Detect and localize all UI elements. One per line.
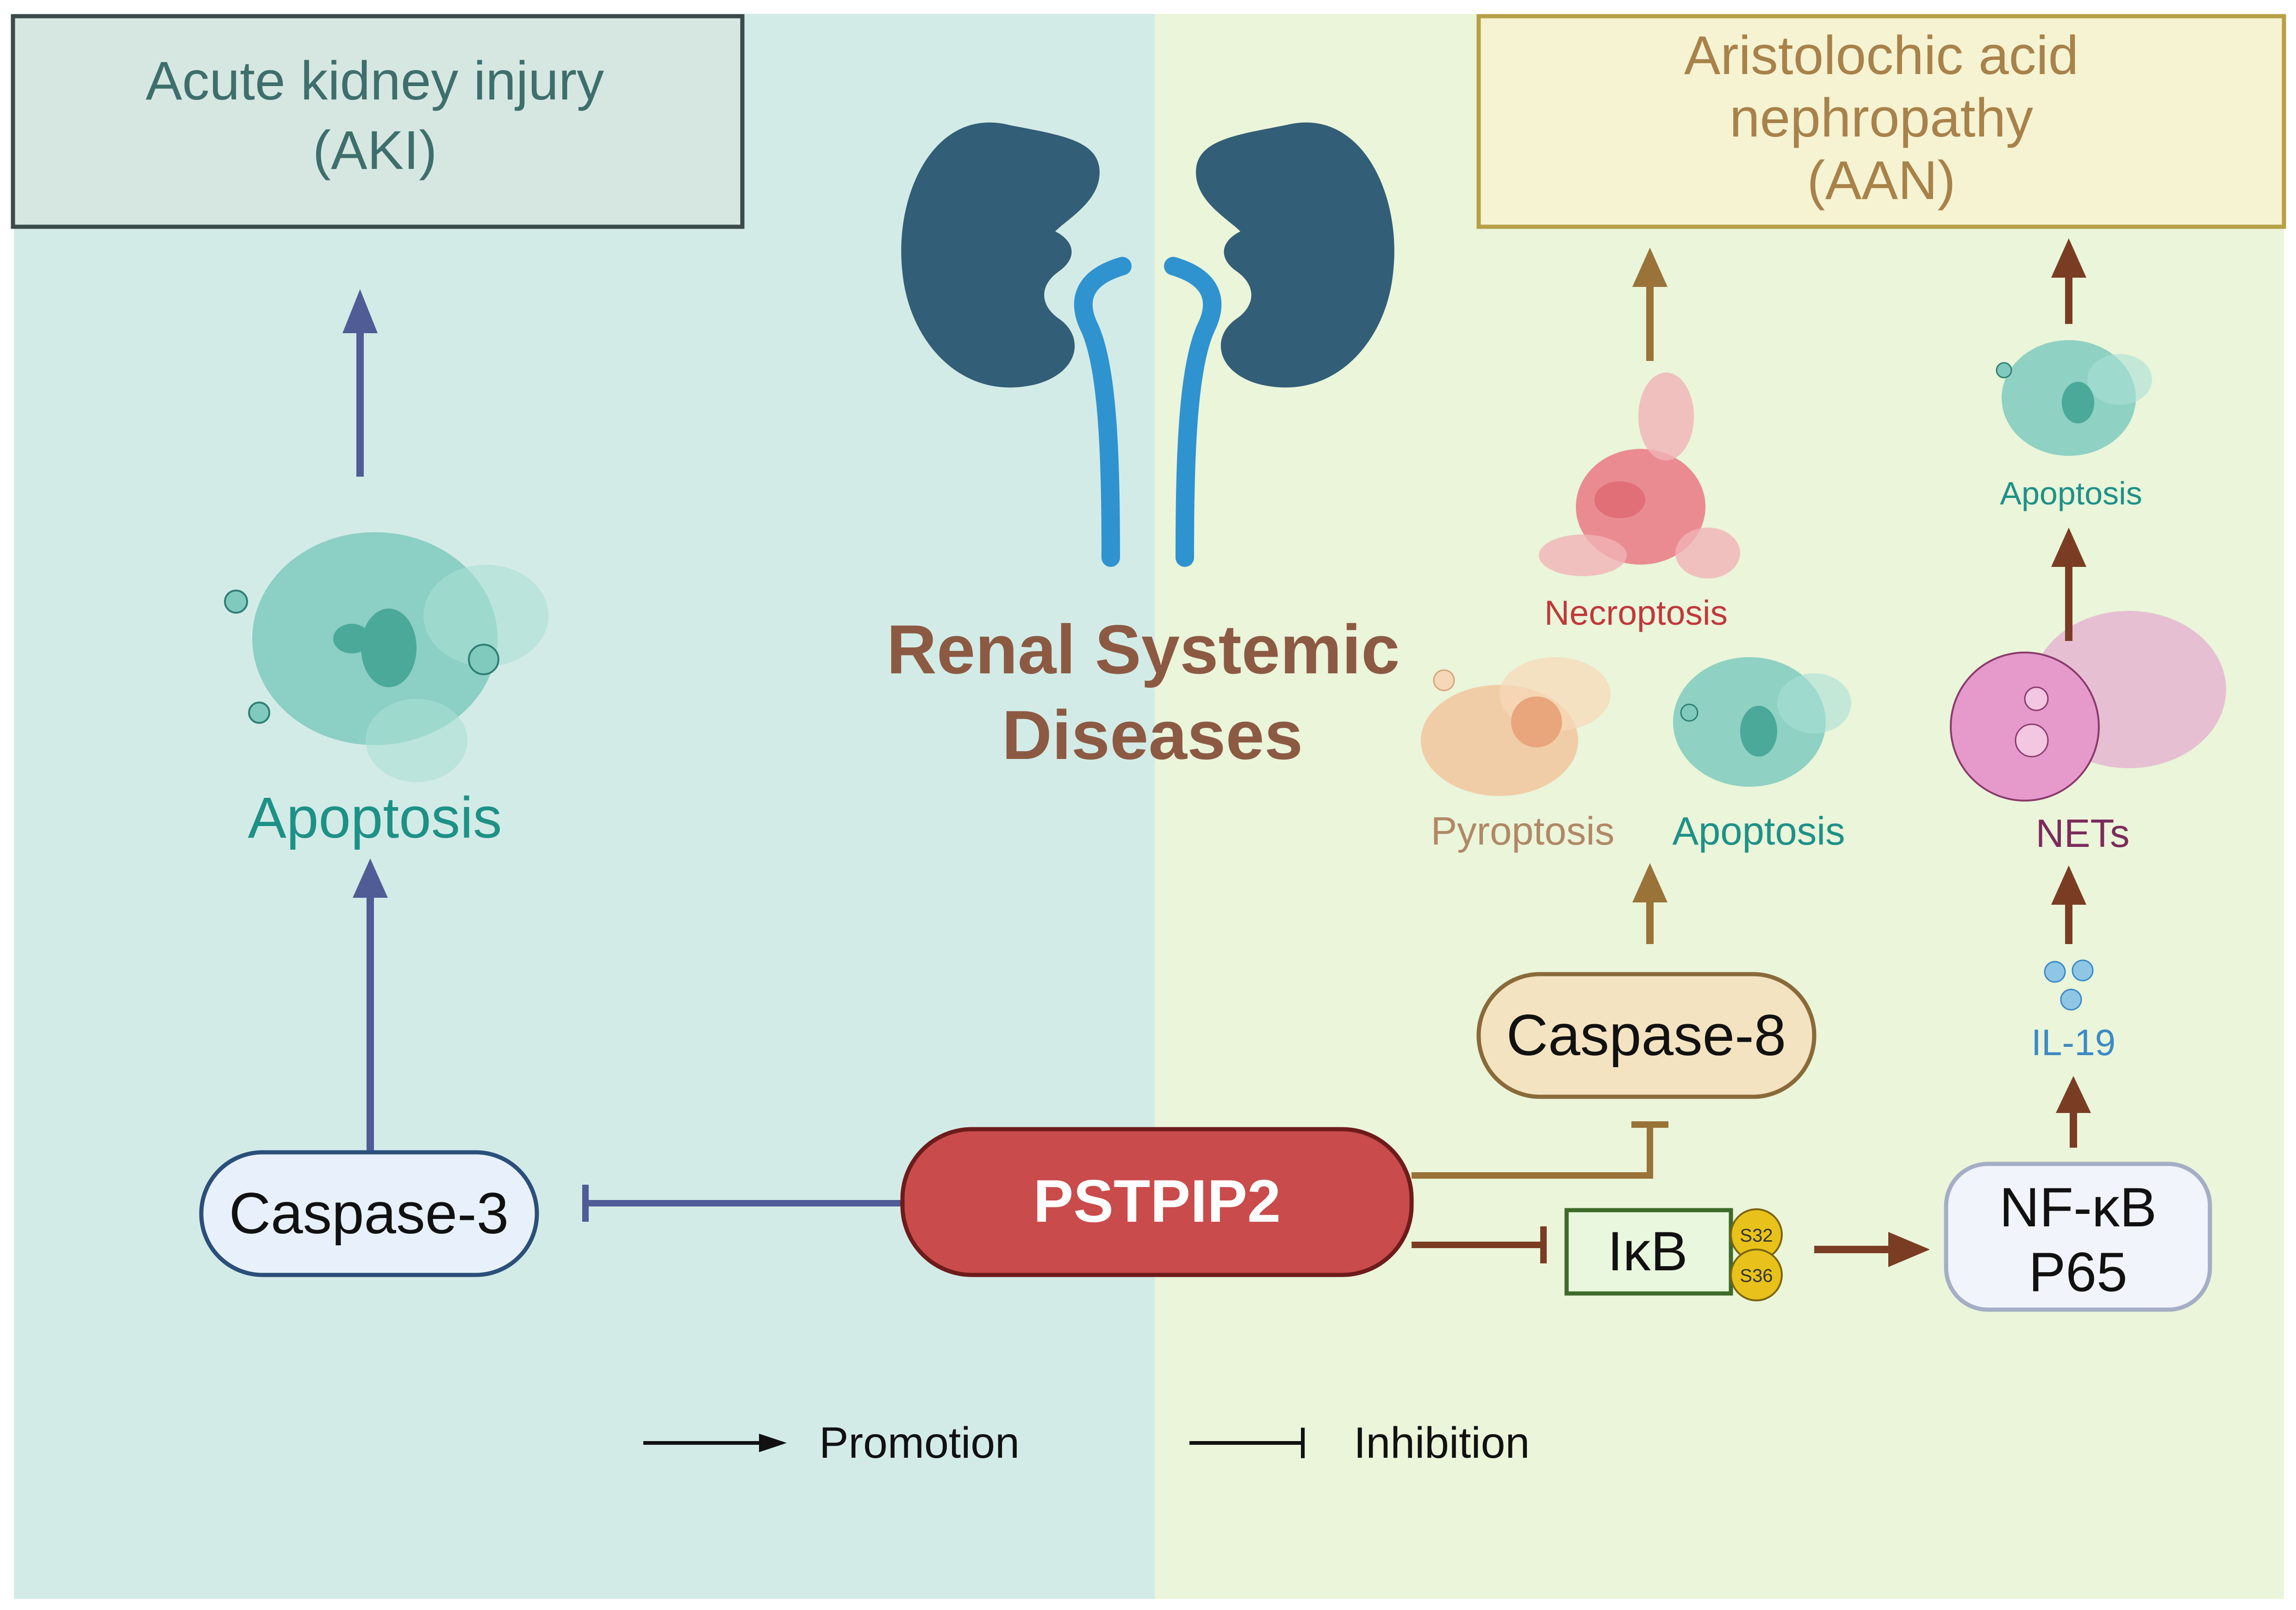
right-kidney-icon	[1196, 122, 1394, 388]
arrow-necroptosis-to-aan	[1632, 248, 1668, 361]
necroptosis-cell-icon	[1539, 373, 1740, 578]
nfkb-label-line2: P65	[2028, 1241, 2128, 1303]
nets-label: NETs	[2035, 812, 2129, 856]
apoptosis-label-left: Apoptosis	[248, 786, 502, 850]
apoptosis-cell-top-icon	[1996, 340, 2152, 456]
apoptosis-cell-left-icon	[224, 532, 548, 782]
legend-promotion-label: Promotion	[819, 1418, 1020, 1467]
legend-promotion-arrow	[643, 1434, 787, 1452]
caspase3-node: Caspase-3	[199, 1150, 539, 1277]
caspase8-label: Caspase-8	[1506, 1003, 1786, 1068]
arrow-caspase3-to-apoptosis	[353, 858, 388, 1152]
inhibition-pstpip2-ikb	[1412, 1226, 1547, 1263]
nets-cell-icon	[1950, 611, 2226, 802]
arrow-apoptosis-to-aan	[2051, 238, 2086, 324]
s32-label: S32	[1740, 1225, 1773, 1246]
arrow-ikb-to-nfkb	[1814, 1232, 1930, 1267]
pyroptosis-cell-icon	[1421, 657, 1611, 796]
necroptosis-label: Necroptosis	[1544, 593, 1728, 632]
il19-label: IL-19	[2031, 1022, 2116, 1063]
il19-molecule-icon	[2044, 959, 2094, 1011]
arrow-caspase8-to-death	[1632, 863, 1668, 944]
arrow-apoptosis-to-aki	[342, 289, 378, 477]
apoptosis-cell-mid-icon	[1673, 657, 1851, 787]
s36-phospho-icon	[1730, 1249, 1783, 1301]
arrow-nets-to-apoptosis	[2051, 528, 2086, 641]
left-ureter-icon	[1074, 257, 1132, 567]
legend-inhibition-label: Inhibition	[1354, 1418, 1530, 1467]
legend-inhibition-line	[1189, 1428, 1305, 1458]
aan-label-line2: nephropathy	[1730, 87, 2033, 149]
apoptosis-label-top: Apoptosis	[2000, 475, 2142, 511]
diagram-title-line2: Diseases	[1002, 696, 1303, 774]
ikb-label: IκB	[1607, 1220, 1687, 1282]
inhibition-pstpip2-caspase8	[1412, 1121, 1668, 1179]
s36-label: S36	[1740, 1266, 1773, 1286]
aan-label-line3: (AAN)	[1807, 150, 1955, 211]
nfkb-node: NF-κB P65	[1944, 1162, 2212, 1312]
arrow-il19-to-nets	[2051, 865, 2086, 944]
pstpip2-node: PSTPIP2	[900, 1127, 1414, 1277]
diagram-title-line1: Renal Systemic	[887, 610, 1400, 688]
right-ureter-icon	[1164, 257, 1222, 567]
aki-label-line2: (AKI)	[313, 120, 437, 181]
arrow-nfkb-to-il19	[2056, 1076, 2091, 1148]
aan-box: Aristolochic acid nephropathy (AAN)	[1476, 14, 2286, 229]
aki-label-line1: Acute kidney injury	[146, 50, 604, 112]
pstpip2-label: PSTPIP2	[1033, 1167, 1281, 1235]
left-kidney-icon	[901, 122, 1100, 388]
caspase8-node: Caspase-8	[1476, 972, 1817, 1099]
inhibition-pstpip2-caspase3	[582, 1185, 902, 1222]
kidneys-icon	[901, 122, 1394, 567]
caspase3-label: Caspase-3	[229, 1181, 509, 1246]
pyroptosis-label: Pyroptosis	[1431, 809, 1615, 853]
aki-box: Acute kidney injury (AKI)	[11, 14, 745, 229]
apoptosis-label-mid: Apoptosis	[1672, 809, 1845, 853]
nfkb-label-line1: NF-κB	[1999, 1176, 2157, 1238]
ikb-node: IκB S32 S36	[1564, 1208, 1783, 1301]
aan-label-line1: Aristolochic acid	[1684, 25, 2079, 86]
legend: Promotion Inhibition	[643, 1418, 1530, 1467]
